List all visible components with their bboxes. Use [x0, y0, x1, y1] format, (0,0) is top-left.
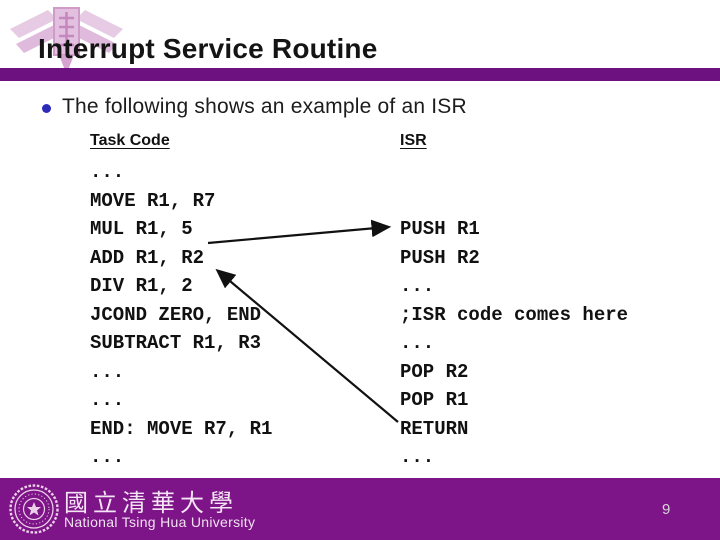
code-line: ...	[400, 332, 435, 354]
code-line: ADD R1, R2	[90, 246, 205, 269]
code-line: ...	[400, 446, 435, 468]
code-line: POP R2	[400, 360, 469, 383]
code-line: MUL R1, 5	[90, 218, 193, 240]
bullet-text: The following shows an example of an ISR	[62, 95, 467, 118]
nthu-seal-icon	[9, 484, 59, 534]
code-line: POP R1	[400, 389, 469, 411]
page-number: 9	[662, 501, 671, 518]
code-line: JCOND ZERO, END	[90, 303, 262, 326]
isr-code-lines: PUSH R1 PUSH R2... ;ISR code comes here...…	[400, 158, 628, 472]
bullet-dot-icon	[42, 104, 51, 113]
code-line: PUSH R1	[400, 218, 480, 240]
code-line	[400, 187, 628, 216]
code-line: ...	[90, 389, 125, 411]
task-code-header: Task Code	[90, 132, 170, 149]
task-code-lines: ... MOVE R1, R7 MUL R1, 5 ADD R1, R2 DIV R1,…	[90, 158, 272, 472]
code-line: PUSH R2	[400, 246, 480, 269]
code-line: ...	[90, 360, 125, 383]
code-line: MOVE R1, R7	[90, 189, 216, 212]
code-line: SUBTRACT R1, R3	[90, 332, 262, 354]
title-divider-bar	[0, 68, 720, 81]
university-name-chinese: 國立清華大學	[64, 489, 238, 517]
code-line: DIV R1, 2	[90, 275, 193, 297]
page-title: Interrupt Service Routine	[38, 33, 378, 64]
code-line: ...	[90, 446, 125, 468]
code-line: ...	[400, 275, 435, 297]
bullet-item: The following shows an example of an ISR	[42, 95, 467, 119]
code-line: RETURN	[400, 417, 469, 440]
nthu-emblem-icon	[10, 7, 123, 74]
code-line	[400, 158, 628, 187]
university-name-english: National Tsing Hua University	[64, 514, 256, 530]
code-line: END: MOVE R7, R1	[90, 417, 273, 440]
code-line: ...	[90, 161, 125, 183]
code-line: ;ISR code comes here	[400, 303, 629, 326]
footer-bar: 國立清華大學 National Tsing Hua University 9	[0, 478, 720, 540]
isr-header: ISR	[400, 132, 427, 149]
